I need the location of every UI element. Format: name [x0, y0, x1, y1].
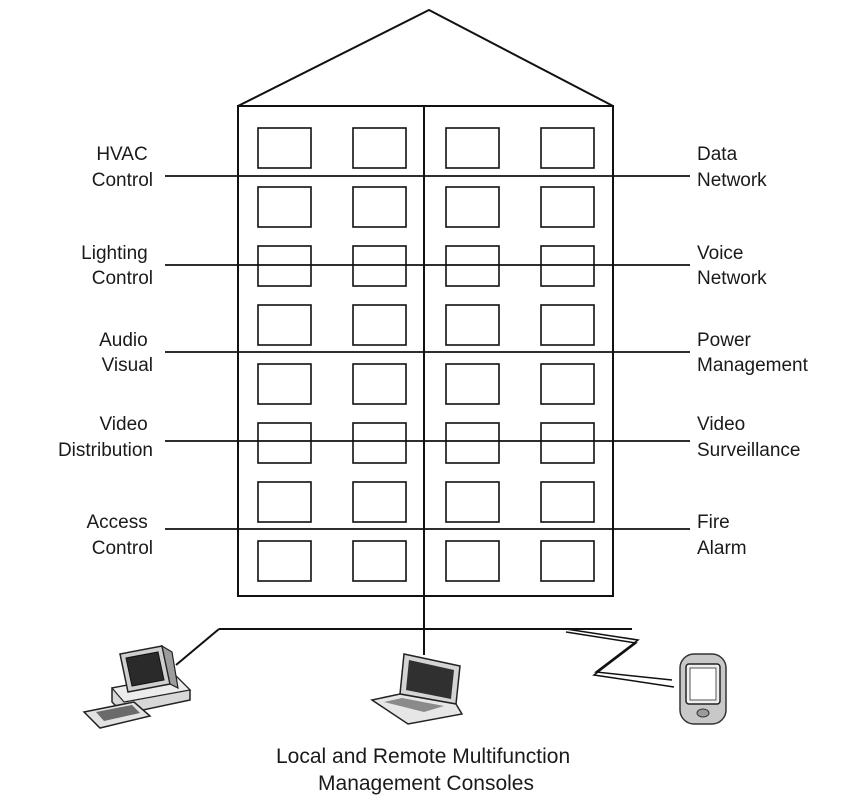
window-7-3 [445, 481, 500, 523]
diagram-caption: Local and Remote Multifunction Managemen… [276, 745, 576, 795]
label-lighting-control: Lighting Control [81, 243, 153, 289]
label-voice-network: Voice Network [697, 243, 767, 289]
laptop-icon [370, 653, 464, 725]
desktop-connector-line [175, 628, 220, 666]
handheld-device-icon [679, 653, 727, 725]
label-power-management: Power Management [697, 330, 809, 376]
window-2-2 [352, 186, 407, 228]
right-system-labels: Data Network Voice Network Power Managem… [697, 144, 809, 559]
window-6-4 [540, 422, 595, 464]
building-windows [257, 127, 595, 582]
building-body [237, 105, 614, 597]
window-5-1 [257, 363, 312, 405]
window-7-2 [352, 481, 407, 523]
window-3-1 [257, 245, 312, 287]
window-5-4 [540, 363, 595, 405]
window-1-4 [540, 127, 595, 169]
building-roof [237, 8, 614, 107]
window-2-3 [445, 186, 500, 228]
window-6-2 [352, 422, 407, 464]
window-8-2 [352, 540, 407, 582]
label-data-network: Data Network [697, 144, 767, 191]
window-2-1 [257, 186, 312, 228]
window-4-1 [257, 304, 312, 346]
system-lines [165, 175, 690, 530]
window-5-2 [352, 363, 407, 405]
window-1-3 [445, 127, 500, 169]
window-1-2 [352, 127, 407, 169]
window-4-2 [352, 304, 407, 346]
label-fire-alarm: Fire Alarm [697, 512, 747, 559]
left-system-labels: HVAC Control Lighting Control Audio Visu… [58, 144, 153, 559]
window-3-4 [540, 245, 595, 287]
window-4-3 [445, 304, 500, 346]
label-hvac-control: HVAC Control [92, 144, 153, 191]
window-6-3 [445, 422, 500, 464]
window-5-3 [445, 363, 500, 405]
window-8-4 [540, 540, 595, 582]
window-8-1 [257, 540, 312, 582]
window-4-4 [540, 304, 595, 346]
window-2-4 [540, 186, 595, 228]
label-audio-visual: Audio Visual [99, 330, 153, 376]
window-3-2 [352, 245, 407, 287]
label-access-control: Access Control [86, 512, 153, 559]
wireless-link-icon-2 [565, 631, 675, 688]
wireless-link-icon [565, 628, 673, 681]
window-7-4 [540, 481, 595, 523]
window-6-1 [257, 422, 312, 464]
desktop-computer-icon [82, 644, 192, 729]
window-3-3 [445, 245, 500, 287]
window-7-1 [257, 481, 312, 523]
label-video-distribution: Video Distribution [58, 414, 153, 461]
label-video-surveillance: Video Surveillance [697, 414, 801, 461]
window-1-1 [257, 127, 312, 169]
window-8-3 [445, 540, 500, 582]
